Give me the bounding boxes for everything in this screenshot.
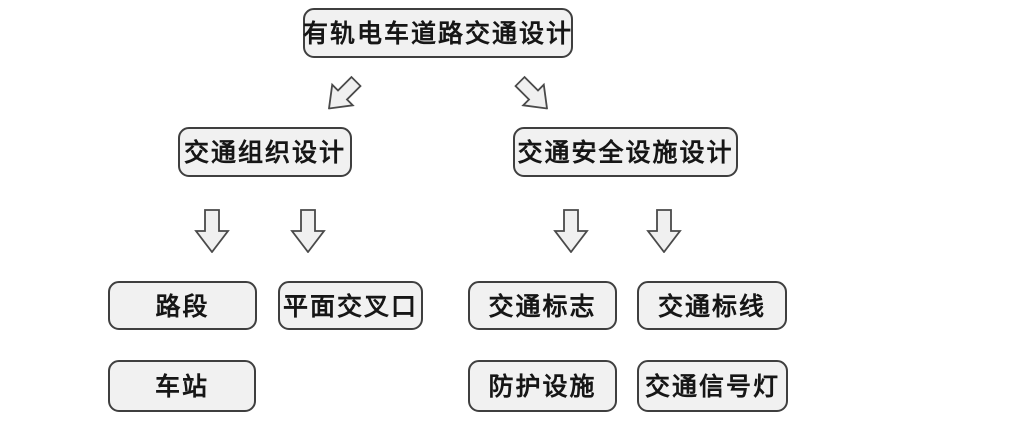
arrow-down-icon	[290, 209, 326, 253]
node-station-label: 车站	[154, 373, 209, 401]
node-left-branch-label: 交通组织设计	[183, 139, 346, 167]
node-traffic-marking: 交通标线	[637, 281, 787, 330]
arrow-down-icon	[553, 209, 589, 253]
node-traffic-signal-light: 交通信号灯	[637, 360, 788, 412]
node-at-grade-intersection-label: 平面交叉口	[282, 292, 418, 321]
node-road-segment-label: 路段	[155, 292, 210, 321]
arrow-down-left-icon	[317, 69, 369, 121]
node-protection-facility-label: 防护设施	[488, 373, 597, 401]
node-at-grade-intersection: 平面交叉口	[278, 281, 423, 330]
arrow-down-icon	[194, 209, 230, 253]
node-road-segment: 路段	[108, 281, 257, 330]
arrow-down-icon	[646, 209, 682, 253]
node-right-branch-label: 交通安全设施设计	[517, 139, 734, 167]
node-traffic-sign: 交通标志	[468, 281, 617, 330]
node-left-branch: 交通组织设计	[178, 127, 352, 177]
node-protection-facility: 防护设施	[468, 360, 617, 412]
node-root: 有轨电车道路交通设计	[303, 8, 573, 58]
node-traffic-sign-label: 交通标志	[488, 292, 597, 321]
node-root-label: 有轨电车道路交通设计	[303, 20, 574, 48]
node-station: 车站	[108, 360, 256, 412]
node-traffic-signal-light-label: 交通信号灯	[644, 373, 780, 401]
node-traffic-marking-label: 交通标线	[657, 292, 766, 321]
arrow-down-right-icon	[508, 69, 560, 121]
node-right-branch: 交通安全设施设计	[513, 127, 738, 177]
